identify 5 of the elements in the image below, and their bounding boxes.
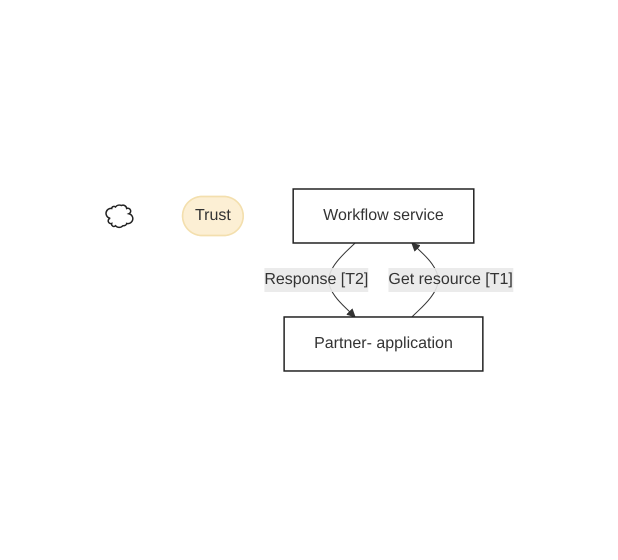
edge-label: Response [T2] (264, 270, 368, 288)
node-cloud (104, 204, 134, 228)
edge-label: Get resource [T1] (388, 270, 512, 288)
node-box: Partner- application (282, 316, 484, 372)
node-box: Workflow service (292, 188, 474, 244)
